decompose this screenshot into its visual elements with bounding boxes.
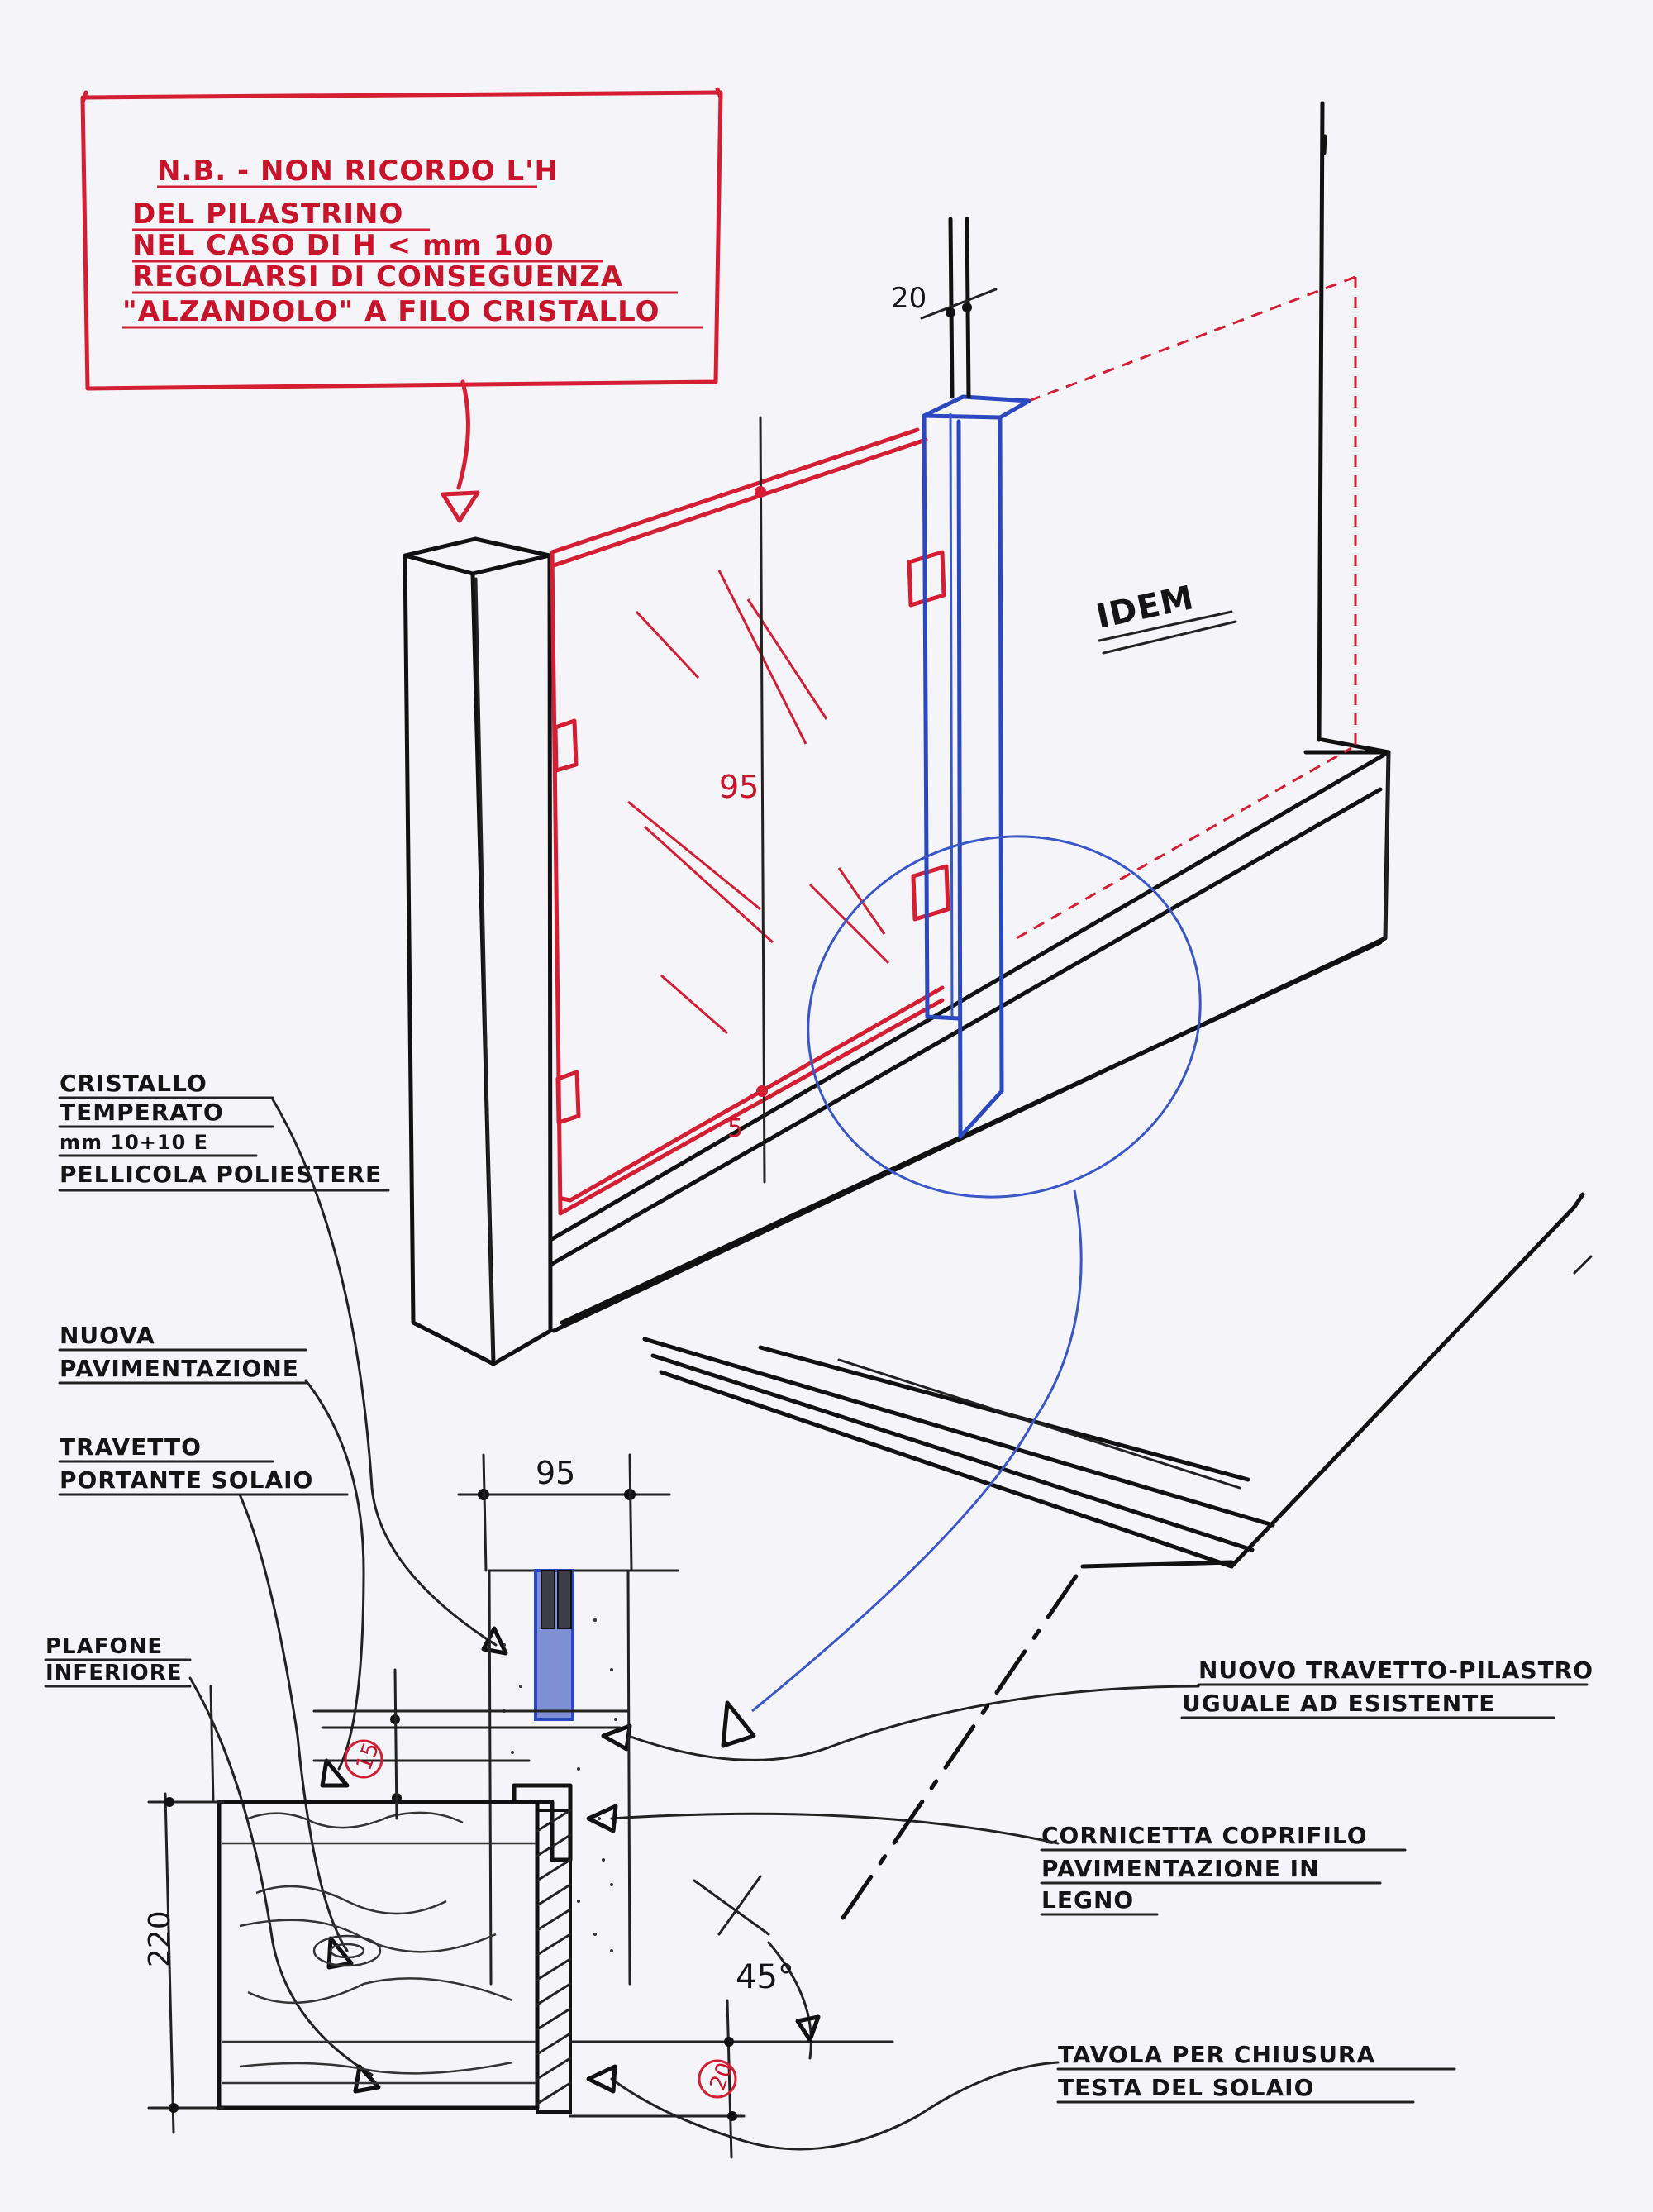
floor-slab (548, 737, 1593, 1569)
svg-text:INFERIORE: INFERIORE (45, 1661, 183, 1685)
idem-label: IDEM (1093, 579, 1198, 636)
note-line-3: NEL CASO DI H < mm 100 (132, 229, 555, 262)
svg-text:NUOVO TRAVETTO-PILASTRO: NUOVO TRAVETTO-PILASTRO (1198, 1657, 1593, 1684)
svg-text:PLAFONE: PLAFONE (45, 1634, 163, 1659)
svg-text:TRAVETTO: TRAVETTO (60, 1433, 202, 1461)
dim-section-width: 95 (536, 1455, 575, 1491)
dim-section-height: 220 (143, 1910, 177, 1967)
section-detail: 95 (143, 1453, 1234, 2159)
label-cornice: CORNICETTA COPRIFILO PAVIMENTAZIONE IN L… (586, 1804, 1407, 1916)
dim-glass-height: 95 (719, 769, 759, 805)
right-wall: IDEM (1016, 101, 1357, 940)
label-cristallo: CRISTALLO TEMPERATO mm 10+10 E PELLICOLA… (58, 1070, 508, 1656)
note-box: N.B. - NON RICORDO L'H DEL PILASTRINO NE… (80, 87, 723, 523)
svg-text:PORTANTE SOLAIO: PORTANTE SOLAIO (60, 1466, 313, 1494)
label-nuovo-travetto: NUOVO TRAVETTO-PILASTRO UGUALE AD ESISTE… (601, 1657, 1593, 1761)
angle-45: 45° (736, 1958, 794, 1996)
svg-text:TEMPERATO: TEMPERATO (60, 1099, 224, 1126)
blue-post: 20 (721, 217, 1202, 1748)
label-travetto: TRAVETTO PORTANTE SOLAIO (58, 1433, 354, 1970)
label-plafone: PLAFONE INFERIORE (44, 1634, 381, 2094)
svg-text:NUOVA: NUOVA (60, 1322, 155, 1349)
dim-bottom-gap: 5 (727, 1114, 743, 1143)
svg-text:CORNICETTA COPRIFILO: CORNICETTA COPRIFILO (1041, 1822, 1368, 1849)
note-line-1: N.B. - NON RICORDO L'H (157, 155, 559, 188)
glass-panel: 95 5 (550, 416, 950, 1216)
svg-text:TESTA DEL SOLAIO: TESTA DEL SOLAIO (1058, 2074, 1314, 2101)
note-line-5: "ALZANDOLO" A FILO CRISTALLO (122, 295, 660, 328)
note-line-2: DEL PILASTRINO (132, 198, 403, 231)
label-tavola: TAVOLA PER CHIUSURA TESTA DEL SOLAIO (586, 2041, 1456, 2151)
svg-text:TAVOLA PER CHIUSURA: TAVOLA PER CHIUSURA (1058, 2041, 1375, 2068)
svg-text:UGUALE AD ESISTENTE: UGUALE AD ESISTENTE (1182, 1690, 1495, 1717)
note-line-4: REGOLARSI DI CONSEGUENZA (132, 260, 623, 293)
svg-text:CRISTALLO: CRISTALLO (60, 1070, 207, 1097)
svg-text:LEGNO: LEGNO (1041, 1886, 1134, 1914)
left-pillar (403, 536, 553, 1366)
svg-text:PAVIMENTAZIONE: PAVIMENTAZIONE (60, 1355, 299, 1382)
svg-text:mm 10+10 E: mm 10+10 E (60, 1131, 208, 1154)
svg-text:PELLICOLA POLIESTERE: PELLICOLA POLIESTERE (60, 1161, 382, 1188)
dim-post-width: 20 (891, 282, 927, 315)
svg-text:PAVIMENTAZIONE IN: PAVIMENTAZIONE IN (1041, 1855, 1320, 1882)
